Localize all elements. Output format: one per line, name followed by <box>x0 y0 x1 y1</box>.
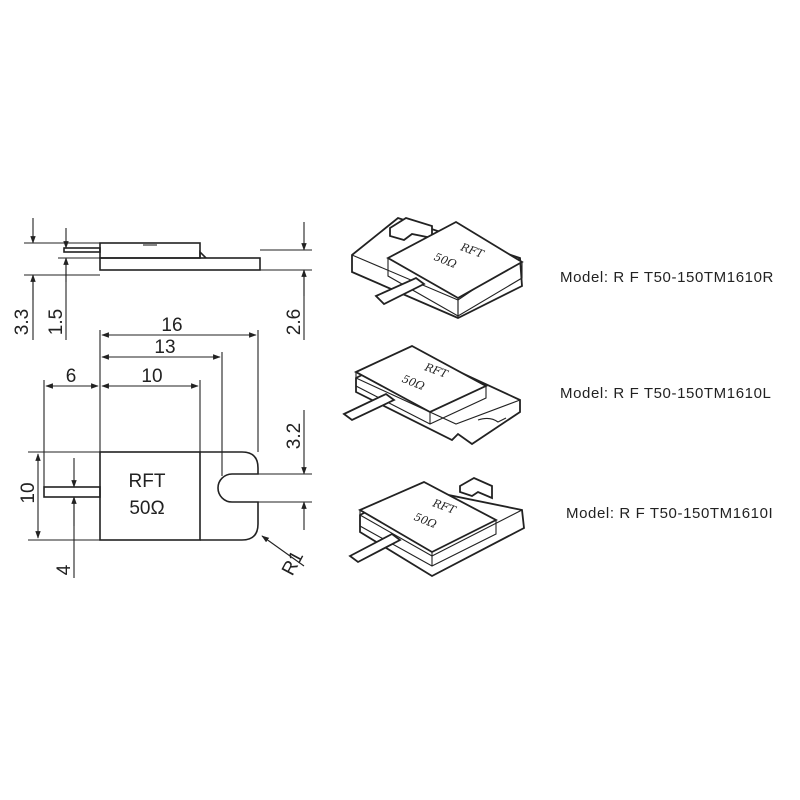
body-text-50-ohm: 50Ω <box>129 498 164 519</box>
model-label-r: Model: R F T50-150TM1610R <box>560 269 774 286</box>
dim-2-6-label: 2.6 <box>284 309 305 335</box>
dim-16-label: 16 <box>161 315 182 336</box>
dim-4-label: 4 <box>54 564 75 575</box>
dim-3-2-label: 3.2 <box>284 423 305 449</box>
dim-3-3-label: 3.3 <box>12 309 33 335</box>
dim-r1-label: R1 <box>278 548 308 579</box>
dim-6-label: 6 <box>66 366 77 387</box>
dim-1-5-label: 1.5 <box>46 309 67 335</box>
dim-13-label: 13 <box>154 337 175 358</box>
model-label-l: Model: R F T50-150TM1610L <box>560 385 772 402</box>
iso-view-i: 50Ω RFT <box>348 476 525 578</box>
dim-10-width-label: 10 <box>141 366 162 387</box>
dim-10-height-label: 10 <box>18 482 39 503</box>
model-label-i: Model: R F T50-150TM1610I <box>566 505 773 522</box>
top-view: RFT 50Ω 16 13 10 6 3.2 10 <box>18 315 312 579</box>
body-text-rft: RFT <box>129 471 166 492</box>
iso-view-l: 50Ω RFT <box>342 344 521 446</box>
iso-view-r: 50Ω RFT <box>351 216 524 319</box>
side-view: 3.3 1.5 2.6 <box>12 218 312 340</box>
